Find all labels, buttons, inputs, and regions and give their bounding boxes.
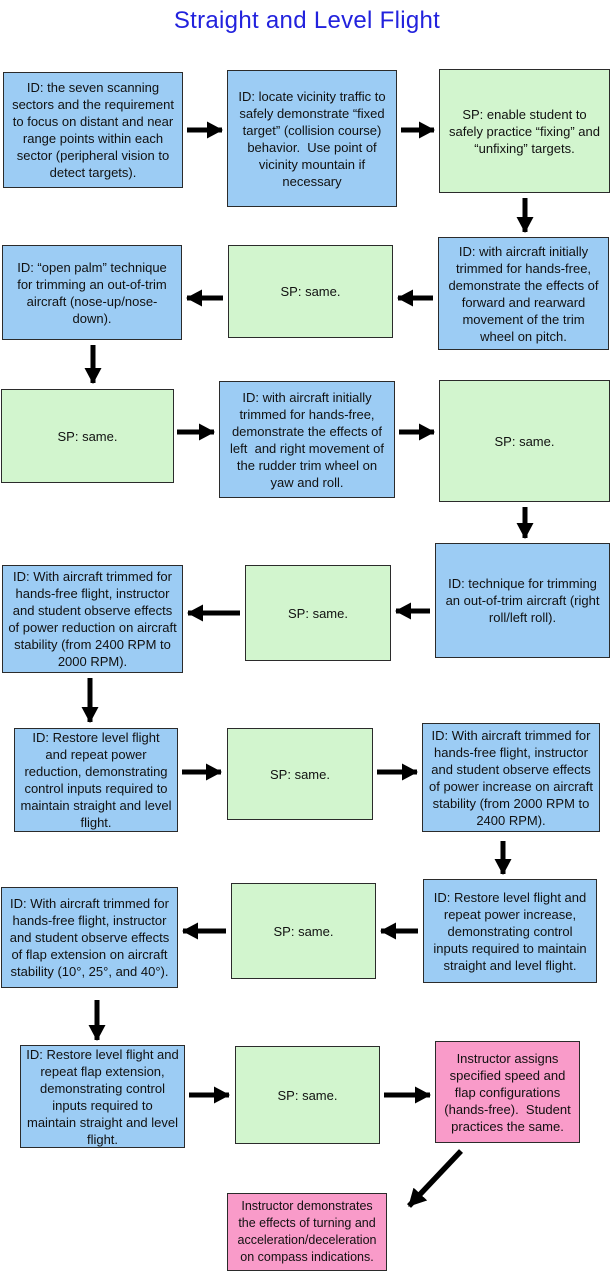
flow-box-right-roll-left-roll: ID: technique for trimming an out-of-tri… — [435, 543, 610, 658]
flow-box-sp-same-6: SP: same. — [231, 883, 376, 979]
flow-box-restore-power-increase: ID: Restore level flight and repeat powe… — [423, 879, 597, 983]
flow-box-sp-same-7: SP: same. — [235, 1046, 380, 1144]
flow-box-power-increase: ID: With aircraft trimmed for hands-free… — [422, 723, 600, 832]
flow-box-sp-fixing-targets: SP: enable student to safely practice “f… — [439, 69, 610, 193]
flow-box-restore-power-reduction: ID: Restore level flight and repeat powe… — [14, 728, 178, 832]
flow-box-instructor-assigns: Instructor assigns specified speed and f… — [435, 1041, 580, 1143]
flow-box-rudder-trim-yaw-roll: ID: with aircraft initially trimmed for … — [219, 381, 395, 498]
flow-box-scanning-sectors: ID: the seven scanning sectors and the r… — [3, 72, 183, 188]
flow-box-restore-flap-extension: ID: Restore level flight and repeat flap… — [20, 1045, 185, 1148]
flow-box-sp-same-2: SP: same. — [1, 389, 174, 483]
arrow-diagonal-down-left-icon — [407, 1149, 463, 1208]
flow-box-trim-wheel-pitch: ID: with aircraft initially trimmed for … — [438, 237, 609, 350]
flow-box-open-palm-technique: ID: “open palm” technique for trimming a… — [2, 245, 182, 340]
flow-box-vicinity-traffic: ID: locate vicinity traffic to safely de… — [227, 70, 397, 207]
flow-box-sp-same-4: SP: same. — [245, 565, 391, 661]
flow-box-sp-same-1: SP: same. — [228, 245, 393, 338]
page-title: Straight and Level Flight — [173, 7, 441, 34]
flow-box-sp-same-5: SP: same. — [227, 728, 373, 820]
flow-box-instructor-demonstrates: Instructor demonstrates the effects of t… — [227, 1193, 387, 1271]
flow-box-power-reduction: ID: With aircraft trimmed for hands-free… — [2, 565, 183, 673]
flow-box-sp-same-3: SP: same. — [439, 380, 610, 502]
flow-box-flap-extension: ID: With aircraft trimmed for hands-free… — [1, 887, 178, 988]
